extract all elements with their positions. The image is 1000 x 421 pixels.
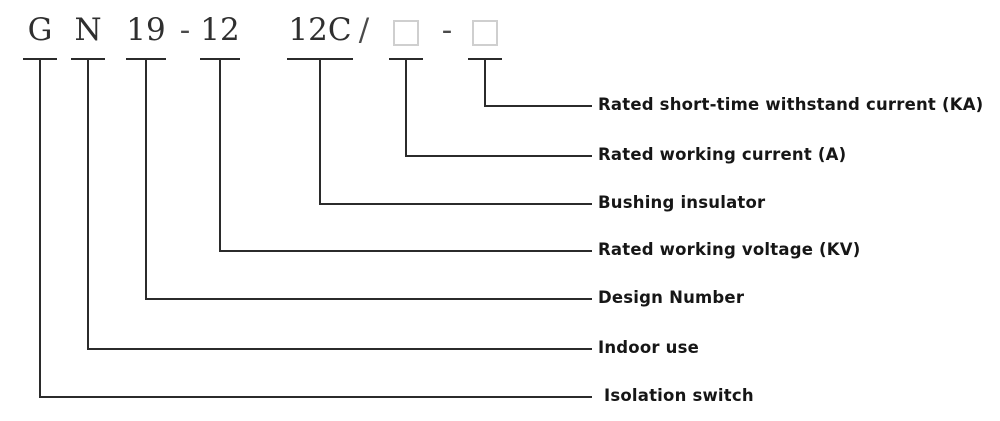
leader-stem-rated-working-voltage — [219, 58, 221, 252]
callout-label-design-number: Design Number — [598, 288, 745, 307]
callout-label-bushing-insulator: Bushing insulator — [598, 193, 766, 212]
code-segment-2: 19 — [126, 12, 166, 48]
code-separator-1: / — [358, 12, 370, 48]
code-separator-0: - — [179, 12, 191, 48]
leader-run-rated-working-voltage — [219, 250, 592, 252]
code-separator-2: - — [441, 12, 453, 48]
leader-stem-rated-short-time-withstand-current — [484, 58, 486, 107]
leader-run-isolation-switch — [39, 396, 592, 398]
leader-run-indoor-use — [87, 348, 592, 350]
callout-label-rated-working-voltage: Rated working voltage (KV) — [598, 240, 861, 259]
leader-run-bushing-insulator — [319, 203, 592, 205]
rated-short-time-withstand-current-box[interactable] — [472, 20, 498, 46]
leader-stem-isolation-switch — [39, 58, 41, 398]
callout-label-indoor-use: Indoor use — [598, 338, 700, 357]
leader-run-design-number — [145, 298, 592, 300]
callout-label-isolation-switch: Isolation switch — [604, 386, 754, 405]
leader-stem-design-number — [145, 58, 147, 300]
leader-stem-bushing-insulator — [319, 58, 321, 205]
leader-stem-indoor-use — [87, 58, 89, 350]
callout-label-rated-short-time-withstand-current: Rated short-time withstand current (KA) — [598, 95, 984, 114]
leader-stem-rated-working-current — [405, 58, 407, 157]
code-segment-1: N — [74, 12, 102, 48]
callout-label-rated-working-current: Rated working current (A) — [598, 145, 847, 164]
rated-working-current-box[interactable] — [393, 20, 419, 46]
code-segment-4: 12C — [288, 12, 352, 48]
leader-run-rated-short-time-withstand-current — [484, 105, 592, 107]
leader-run-rated-working-current — [405, 155, 592, 157]
code-segment-0: G — [27, 12, 53, 48]
code-segment-3: 12 — [200, 12, 240, 48]
